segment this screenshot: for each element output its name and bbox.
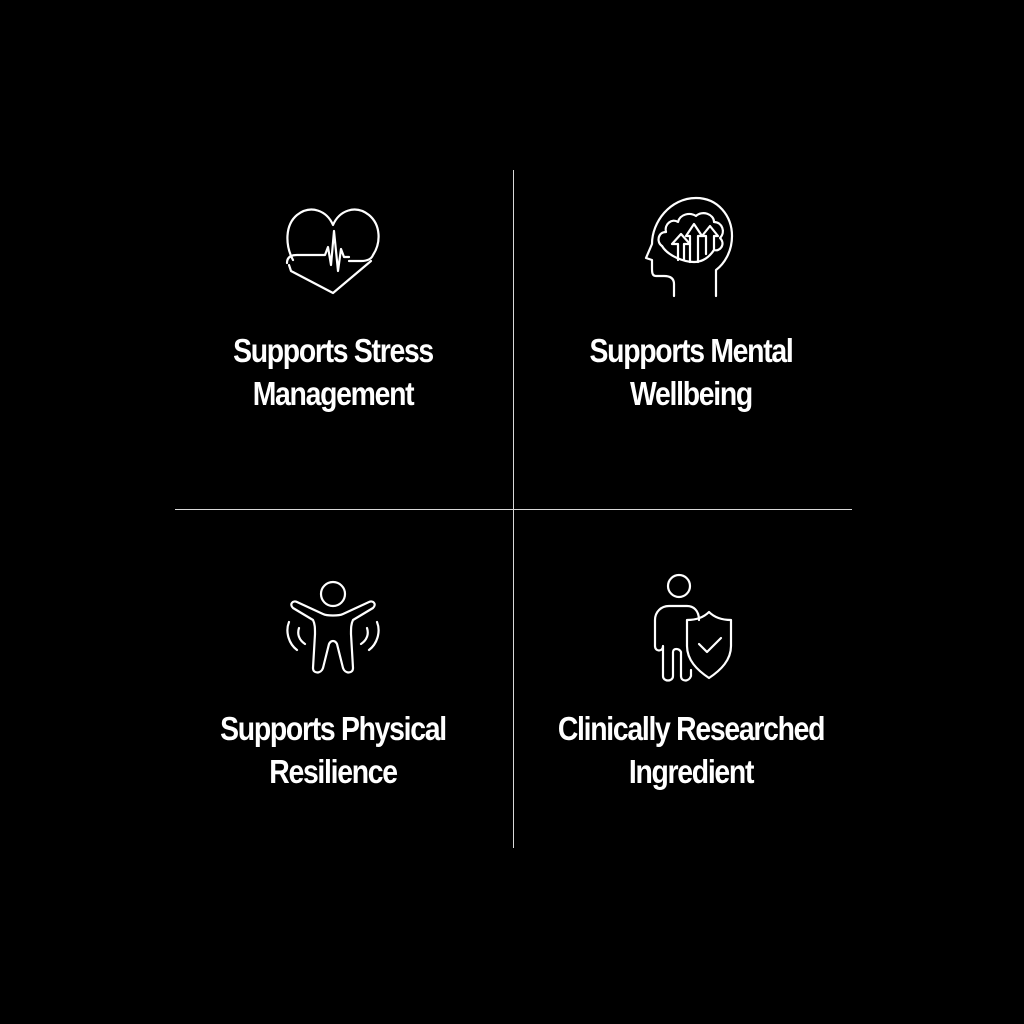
feature-stress-management: Supports Stress Management [164,0,502,510]
feature-label: Clinically Researched Ingredient [546,707,837,793]
feature-label-line1: Supports Stress [233,332,434,369]
feature-clinically-researched: Clinically Researched Ingredient [522,510,860,848]
feature-label-line1: Clinically Researched [557,710,826,747]
heart-pulse-icon [283,205,383,297]
feature-label-line2: Management [252,375,415,412]
horizontal-divider [175,509,852,510]
feature-label-line1: Supports Physical [220,710,447,747]
feature-label-line1: Supports Mental [589,332,794,369]
feature-label: Supports Stress Management [188,329,479,415]
feature-physical-resilience: Supports Physical Resilience [164,510,502,848]
feature-label: Supports Mental Wellbeing [546,329,837,415]
feature-label-line2: Wellbeing [630,375,753,412]
person-shield-check-icon [649,572,737,684]
head-brain-growth-icon [644,192,734,298]
feature-label: Supports Physical Resilience [188,707,479,793]
feature-label-line2: Ingredient [628,753,755,790]
feature-label-line2: Resilience [269,753,398,790]
person-resilience-icon [283,580,383,676]
feature-mental-wellbeing: Supports Mental Wellbeing [522,0,860,510]
